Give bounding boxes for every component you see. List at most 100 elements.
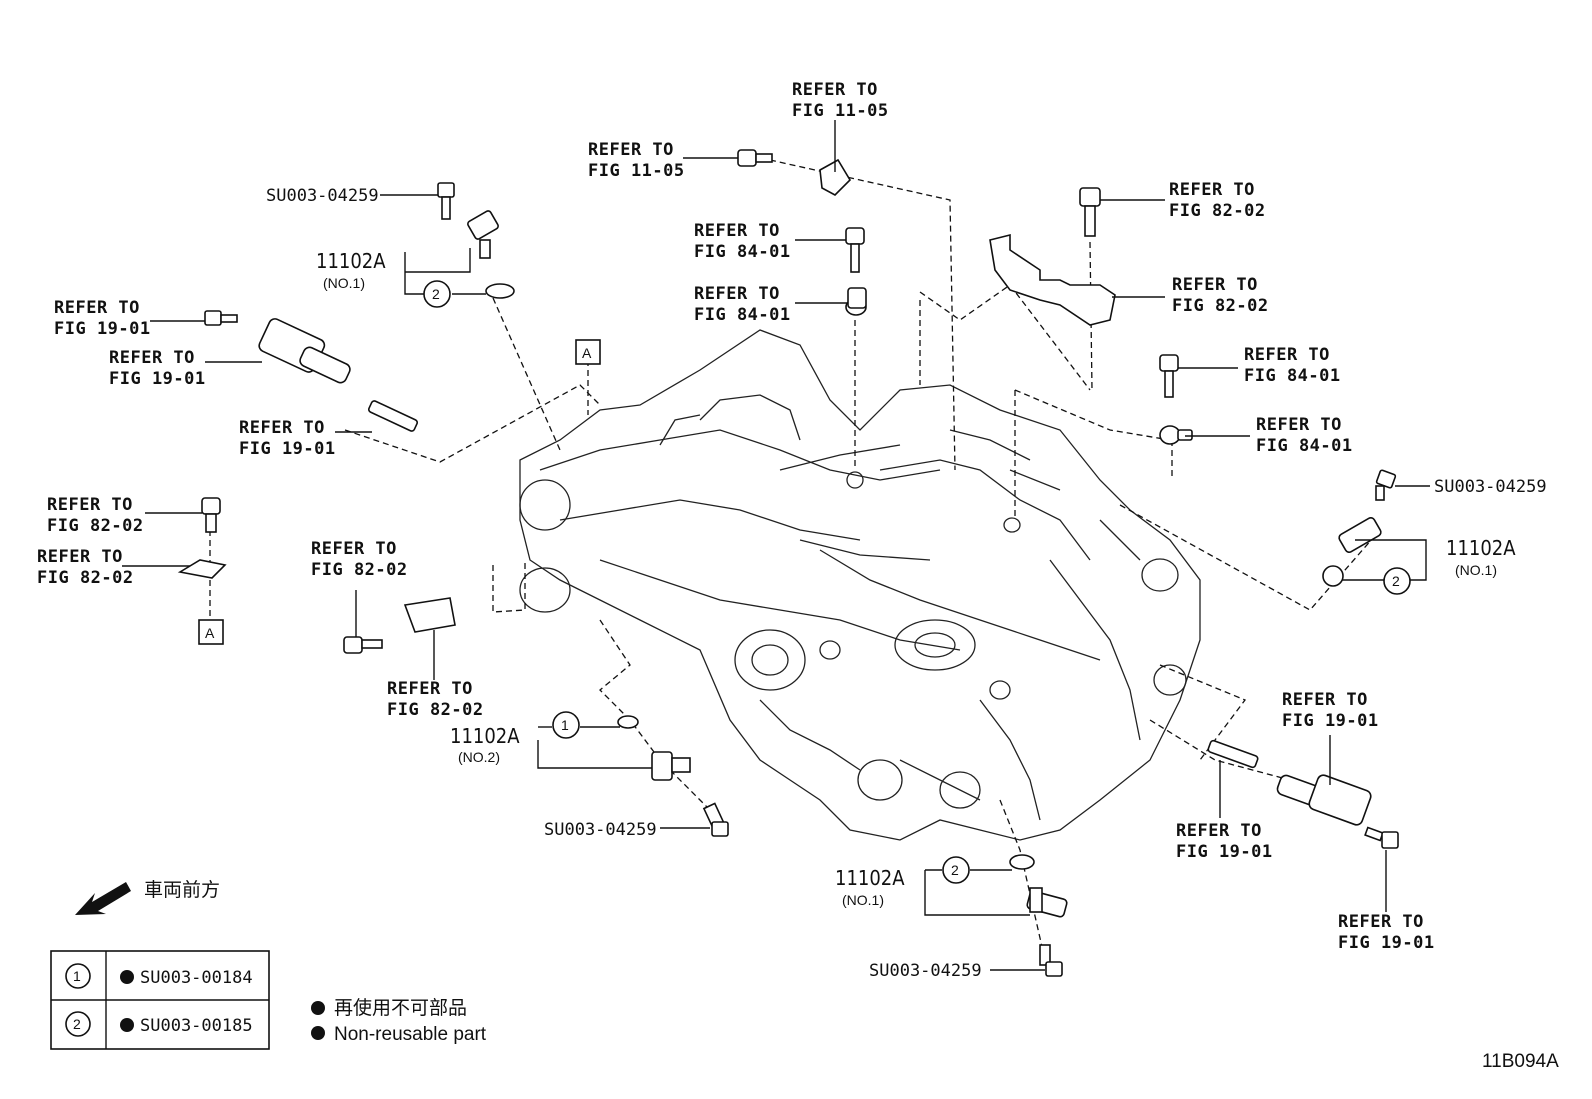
bolt-icon bbox=[204, 310, 238, 326]
non-reusable-dot-icon bbox=[120, 970, 134, 984]
ref-boxes: A A bbox=[198, 339, 601, 645]
ignition-coil-icon bbox=[258, 318, 351, 384]
ref-label: FIG 11-05 bbox=[588, 161, 685, 181]
front-direction: 車両前方 bbox=[75, 879, 220, 915]
marker-2: 2 bbox=[1392, 573, 1400, 589]
solid-leaders bbox=[122, 120, 1430, 971]
o-ring-icon bbox=[617, 715, 639, 729]
bolt-icon bbox=[343, 636, 383, 654]
engine-block bbox=[519, 329, 1201, 841]
circle-markers: 2 2 1 2 bbox=[423, 280, 1411, 884]
ref-label: FIG 82-02 bbox=[387, 700, 484, 720]
part-number: SU003-04259 bbox=[1434, 477, 1547, 497]
ref-label: FIG 82-02 bbox=[47, 516, 144, 536]
legend-table: 1 SU003-00184 2 SU003-00185 bbox=[50, 950, 270, 1050]
part-number: 11102A bbox=[1446, 536, 1516, 560]
bolt-icon bbox=[437, 182, 455, 220]
bracket-icon bbox=[403, 597, 456, 633]
cam-sensor-icon bbox=[1026, 887, 1068, 918]
ignition-coil-icon bbox=[1276, 774, 1372, 826]
ref-label: FIG 84-01 bbox=[694, 242, 791, 262]
ref-label: REFER TO bbox=[387, 679, 473, 699]
clamp-icon bbox=[1159, 425, 1193, 445]
clamp-icon bbox=[845, 287, 867, 316]
bolt-icon bbox=[1159, 354, 1179, 398]
bolt-icon bbox=[1364, 826, 1399, 849]
non-reusable-note: 再使用不可部品 Non-reusable part bbox=[311, 997, 487, 1045]
part-number-sub: (NO.2) bbox=[458, 749, 500, 765]
ref-label: FIG 19-01 bbox=[1338, 933, 1435, 953]
ref-label: FIG 84-01 bbox=[1244, 366, 1341, 386]
ref-label: FIG 19-01 bbox=[239, 439, 336, 459]
box-a: A bbox=[582, 345, 592, 361]
non-reusable-dot-icon bbox=[311, 1001, 325, 1015]
reference-labels: REFER TO FIG 11-05 REFER TO FIG 11-05 RE… bbox=[37, 80, 1435, 953]
part-number-sub: (NO.1) bbox=[323, 275, 365, 291]
bolt-icon bbox=[1079, 187, 1101, 237]
part-number: SU003-04259 bbox=[544, 820, 657, 840]
ref-label: REFER TO bbox=[239, 418, 325, 438]
ref-label: REFER TO bbox=[588, 140, 674, 160]
ref-label: REFER TO bbox=[1338, 912, 1424, 932]
ref-label: REFER TO bbox=[109, 348, 195, 368]
bracket-icon bbox=[989, 233, 1116, 326]
o-ring-icon bbox=[1322, 565, 1344, 587]
part-number: 11102A bbox=[835, 866, 905, 890]
bolt-icon bbox=[702, 802, 729, 837]
ref-label: FIG 19-01 bbox=[1176, 842, 1273, 862]
ref-label: FIG 19-01 bbox=[54, 319, 151, 339]
ref-label: REFER TO bbox=[1176, 821, 1262, 841]
part-number: 11102A bbox=[316, 249, 386, 273]
ref-label: FIG 82-02 bbox=[37, 568, 134, 588]
front-label: 車両前方 bbox=[144, 879, 220, 901]
ref-label: FIG 84-01 bbox=[694, 305, 791, 325]
ref-label: FIG 19-01 bbox=[109, 369, 206, 389]
ref-label: REFER TO bbox=[1256, 415, 1342, 435]
o-ring-icon bbox=[1009, 854, 1035, 870]
box-a: A bbox=[205, 625, 215, 641]
non-reusable-dot-icon bbox=[120, 1018, 134, 1032]
bolt-icon bbox=[1375, 469, 1397, 501]
small-bracket-icon bbox=[177, 559, 227, 579]
part-number-sub: (NO.1) bbox=[842, 892, 884, 908]
ref-label: FIG 11-05 bbox=[792, 101, 889, 121]
ref-label: FIG 82-02 bbox=[311, 560, 408, 580]
ref-label: FIG 82-02 bbox=[1172, 296, 1269, 316]
bolt-icon bbox=[845, 227, 865, 273]
part-number: SU003-04259 bbox=[869, 961, 982, 981]
legend-part: SU003-00184 bbox=[140, 968, 253, 988]
legend-num: 1 bbox=[73, 968, 81, 984]
part-number: 11102A bbox=[450, 724, 520, 748]
spark-plug-icon bbox=[367, 400, 419, 432]
ref-label: REFER TO bbox=[1172, 275, 1258, 295]
ref-label: REFER TO bbox=[792, 80, 878, 100]
ref-label: REFER TO bbox=[694, 221, 780, 241]
ref-label: FIG 84-01 bbox=[1256, 436, 1353, 456]
parts-art bbox=[177, 149, 1399, 977]
ref-label: REFER TO bbox=[54, 298, 140, 318]
part-number-labels: SU003-04259 11102A (NO.1) SU003-04259 11… bbox=[266, 186, 1547, 981]
part-number: SU003-04259 bbox=[266, 186, 379, 206]
bolt-icon bbox=[737, 149, 773, 167]
ref-label: REFER TO bbox=[694, 284, 780, 304]
marker-2: 2 bbox=[432, 286, 440, 302]
ref-label: REFER TO bbox=[1169, 180, 1255, 200]
bolt-icon bbox=[1039, 944, 1063, 977]
ref-label: REFER TO bbox=[1244, 345, 1330, 365]
o-ring-icon bbox=[485, 283, 515, 299]
legend-part: SU003-00185 bbox=[140, 1016, 253, 1036]
marker-1: 1 bbox=[561, 717, 569, 733]
cam-sensor-icon bbox=[1338, 517, 1382, 553]
ref-label: FIG 19-01 bbox=[1282, 711, 1379, 731]
note-jp: 再使用不可部品 bbox=[334, 997, 467, 1019]
note-en: Non-reusable part bbox=[334, 1024, 487, 1045]
cam-sensor-icon bbox=[467, 210, 499, 259]
non-reusable-dot-icon bbox=[311, 1026, 325, 1040]
ref-label: REFER TO bbox=[1282, 690, 1368, 710]
ref-label: REFER TO bbox=[47, 495, 133, 515]
arrow-icon bbox=[75, 882, 131, 915]
legend-num: 2 bbox=[73, 1016, 81, 1032]
spark-plug-icon bbox=[1207, 739, 1259, 769]
marker-2: 2 bbox=[951, 862, 959, 878]
